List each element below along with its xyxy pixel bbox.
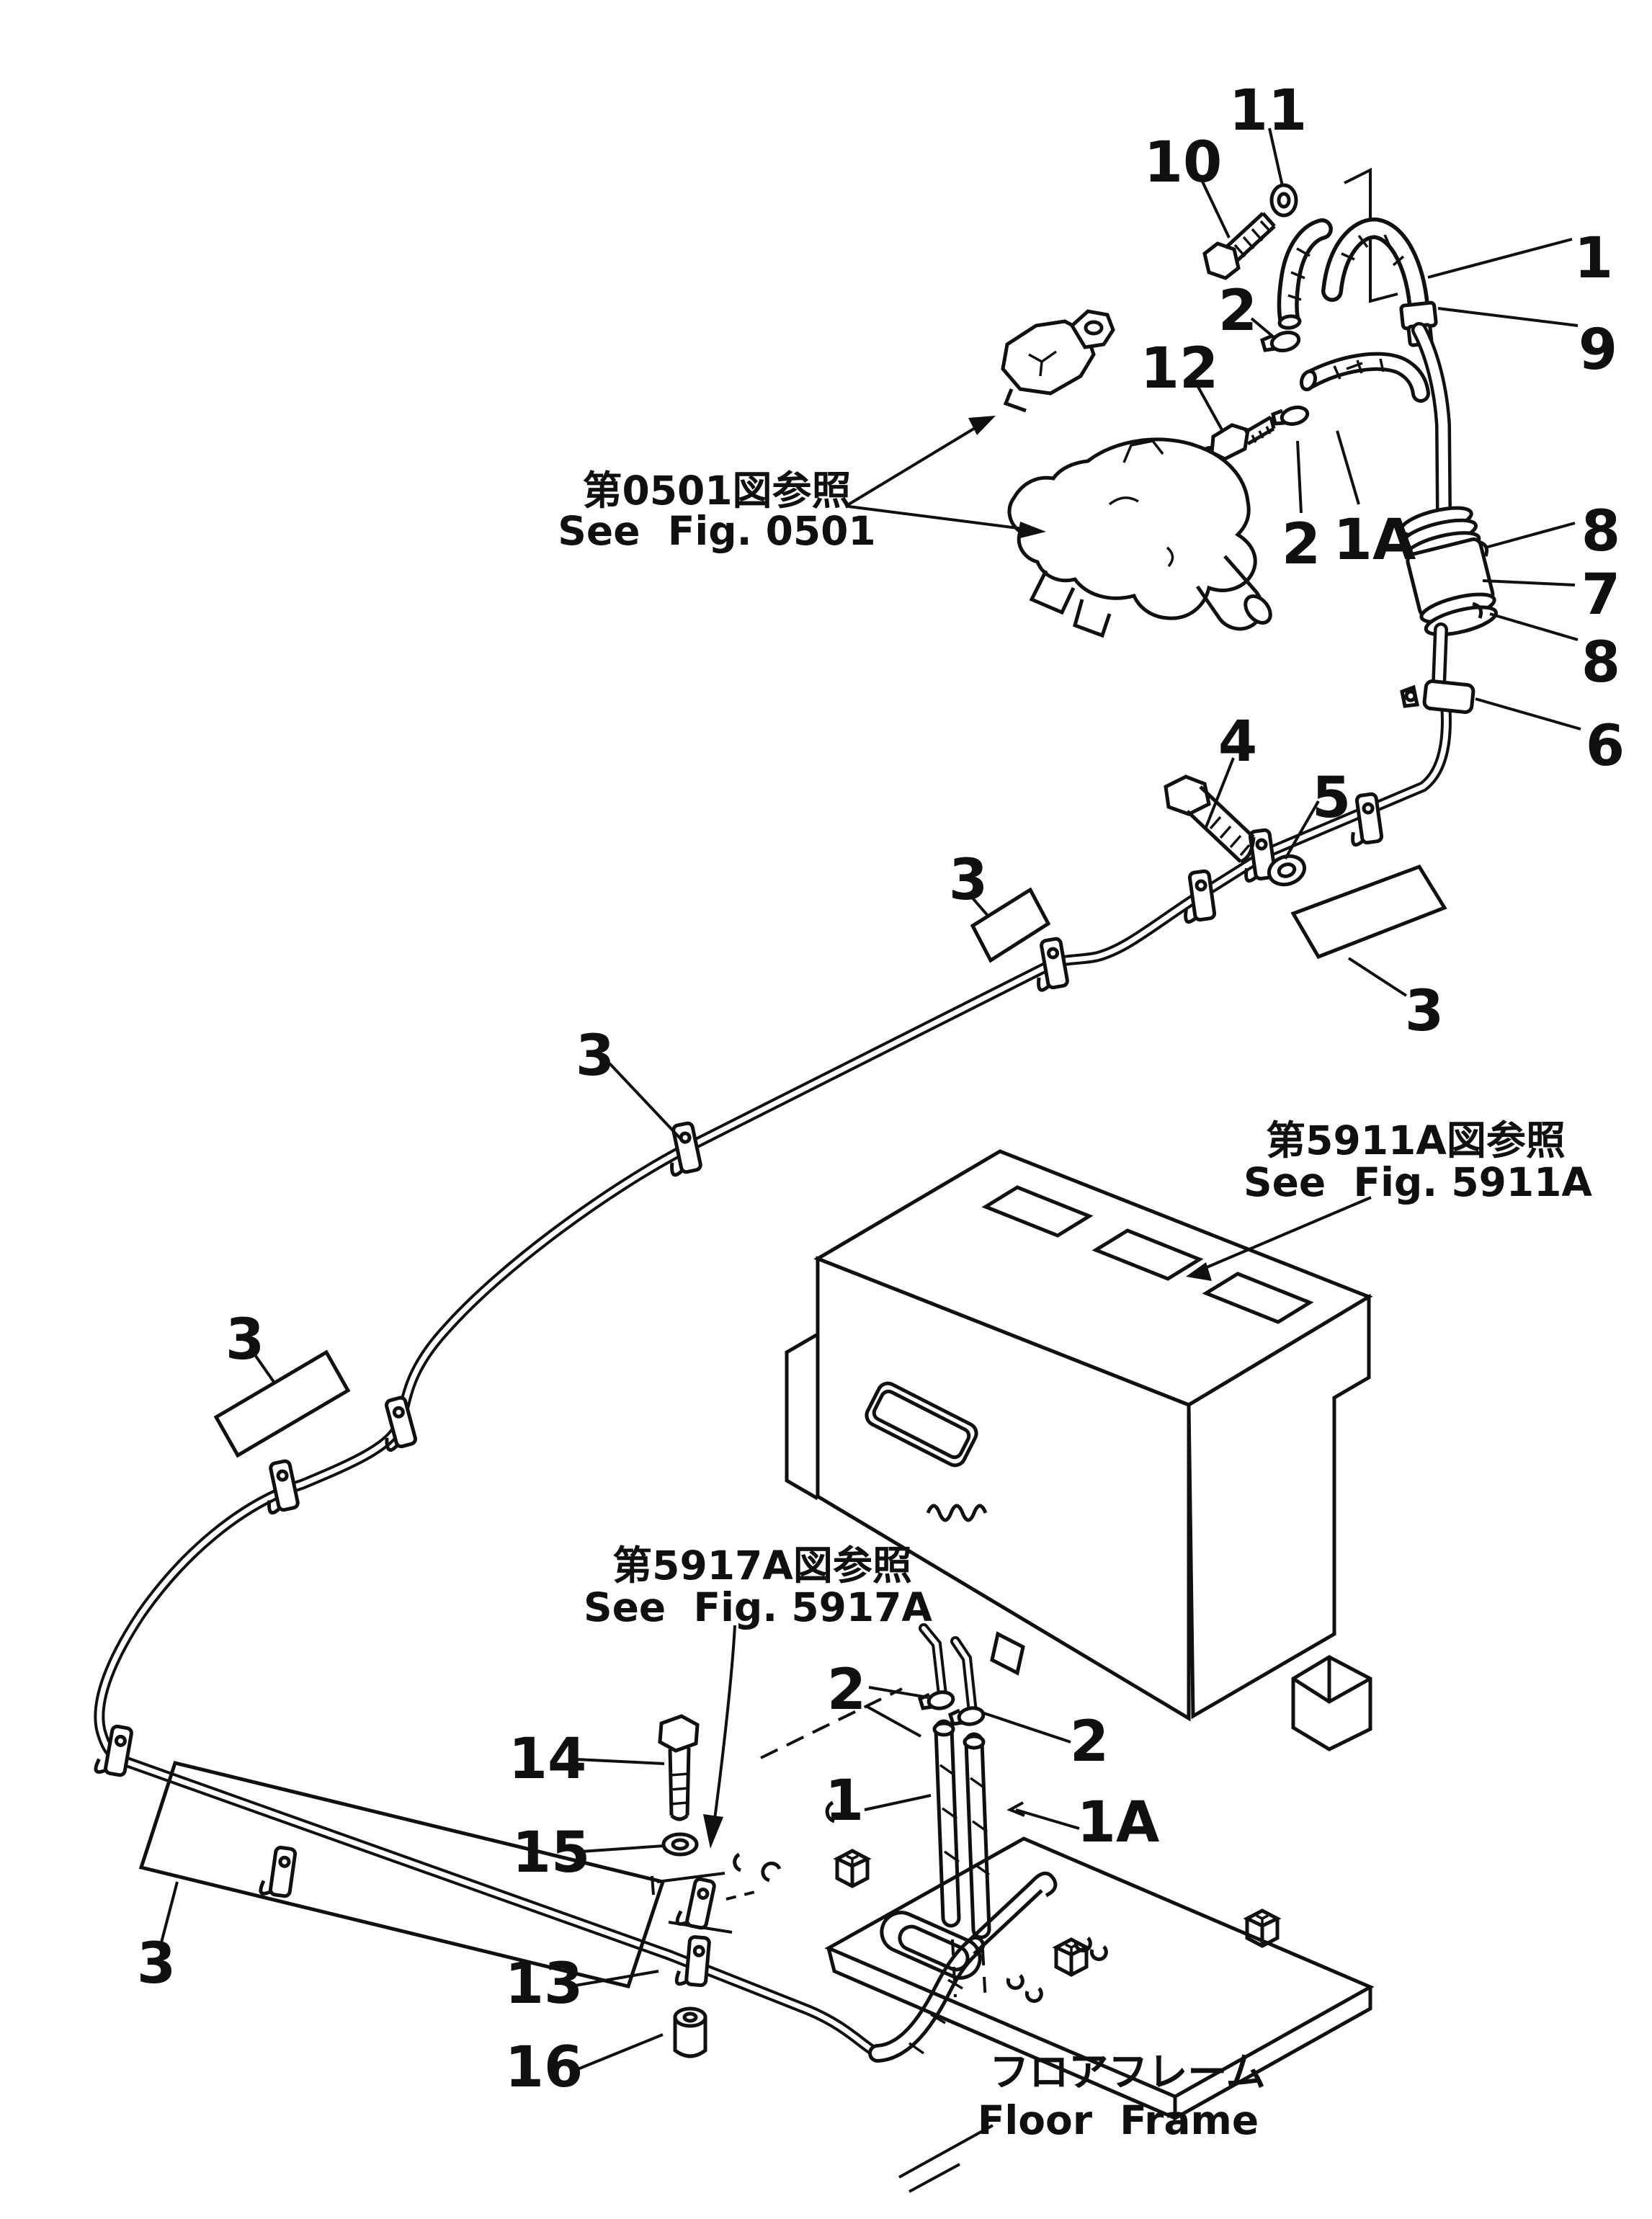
hidden-line-marks: [733, 1687, 903, 1883]
bolt-14: [658, 1714, 700, 1821]
pump-0501: [1007, 437, 1272, 638]
fig5917a-jp: 第5917A図参照: [612, 1542, 912, 1589]
bracket-3-mid-right: [1290, 864, 1447, 960]
callout-3-mid-left: 3: [949, 848, 988, 913]
clamp-2-top: [1259, 330, 1301, 353]
pipe-9-to-damper: [1411, 322, 1452, 519]
washer-5: [1267, 854, 1306, 887]
reference-fig5911a: 第5911A図参照 See Fig. 5911A: [1244, 1117, 1592, 1205]
clamp-2-bottom-left: [917, 1690, 955, 1710]
callout-3-mid-right: 3: [1405, 979, 1444, 1044]
fig5917a-en: See Fig. 5917A: [584, 1584, 932, 1630]
callout-6: 6: [1586, 714, 1625, 779]
callout-15: 15: [512, 1821, 591, 1885]
floor-frame-jp: フロアフレーム: [989, 2049, 1265, 2095]
bracket-3-mid-left: [970, 887, 1051, 963]
hose-1-bottom: [932, 1719, 961, 1998]
hose-1a-bottom: [963, 1732, 991, 2004]
callout-1a-top: 1A: [1334, 508, 1416, 573]
callout-14: 14: [509, 1727, 587, 1792]
floor-frame-label: フロアフレーム Floor Frame: [978, 2049, 1266, 2143]
callout-4: 4: [1218, 710, 1257, 774]
bracket-3-left: [213, 1349, 351, 1458]
bracket-3-bottom: [138, 1761, 666, 1988]
hose-1-elbow: [1277, 218, 1333, 330]
callout-1-top: 1: [1574, 226, 1613, 291]
callout-2-bottom-left: 2: [827, 1658, 866, 1723]
floor-frame-plate: [824, 1836, 1375, 2122]
clamp-2-mid: [1271, 405, 1310, 427]
callout-1a-bottom: 1A: [1077, 1790, 1160, 1855]
callout-8-top: 8: [1581, 499, 1620, 564]
rubber-16: [673, 2006, 707, 2058]
callout-2-top: 2: [1218, 279, 1257, 344]
callout-5: 5: [1312, 766, 1351, 831]
floor-frame-en: Floor Frame: [978, 2097, 1259, 2143]
callouts: 10 11 1 9 2 12 2 1A 8 7 8 6 4 5 3 3 3 3 …: [137, 79, 1625, 2100]
clamp-13-assembly: [651, 1872, 762, 1934]
fig5917a-arrow: [703, 1625, 736, 1849]
leader-lines: [160, 128, 1581, 2071]
callout-16: 16: [505, 2035, 584, 2100]
callout-11: 11: [1229, 79, 1308, 143]
callout-3-bottom: 3: [137, 1932, 176, 1996]
floor-hose: [868, 1936, 985, 2063]
heater-unit: [785, 1149, 1373, 1751]
callout-12: 12: [1140, 336, 1219, 401]
callout-1-bottom: 1: [825, 1769, 864, 1834]
callout-2-bottom-right: 2: [1070, 1710, 1109, 1774]
valve-0501: [1001, 309, 1115, 413]
callout-13: 13: [505, 1952, 584, 2017]
washer-15: [661, 1832, 699, 1857]
bolt-4: [1164, 774, 1256, 864]
damper-assembly: [1399, 506, 1499, 693]
fig0501-en: See Fig. 0501: [558, 508, 875, 554]
ground-hatch-lines: [898, 2124, 994, 2193]
fig5911a-jp: 第5911A図参照: [1266, 1117, 1566, 1164]
clamp-6: [1400, 679, 1475, 714]
reference-fig0501: 第0501図参照 See Fig. 0501: [558, 468, 875, 554]
clamp-2-bottom-right: [947, 1706, 986, 1726]
callout-7: 7: [1581, 563, 1620, 628]
bolt-10: [1202, 212, 1276, 280]
reference-fig5917a: 第5917A図参照 See Fig. 5917A: [584, 1542, 932, 1630]
fig5911a-en: See Fig. 5911A: [1244, 1159, 1592, 1205]
heater-hose-stubs: [919, 1623, 1025, 1717]
callout-10: 10: [1144, 130, 1223, 195]
fig5911a-arrow: [1186, 1196, 1372, 1281]
callout-3-left: 3: [576, 1024, 615, 1089]
callout-8-bottom: 8: [1581, 630, 1620, 695]
callout-2-mid: 2: [1282, 512, 1321, 577]
fig0501-jp: 第0501図参照: [582, 468, 851, 514]
fig0501-arrows: [847, 416, 1046, 539]
hose-1a-top: [1299, 352, 1430, 403]
callout-3-far-left: 3: [226, 1308, 264, 1372]
washer-11: [1269, 183, 1298, 218]
callout-9: 9: [1579, 318, 1617, 383]
hose-1-arc: [1321, 217, 1429, 316]
